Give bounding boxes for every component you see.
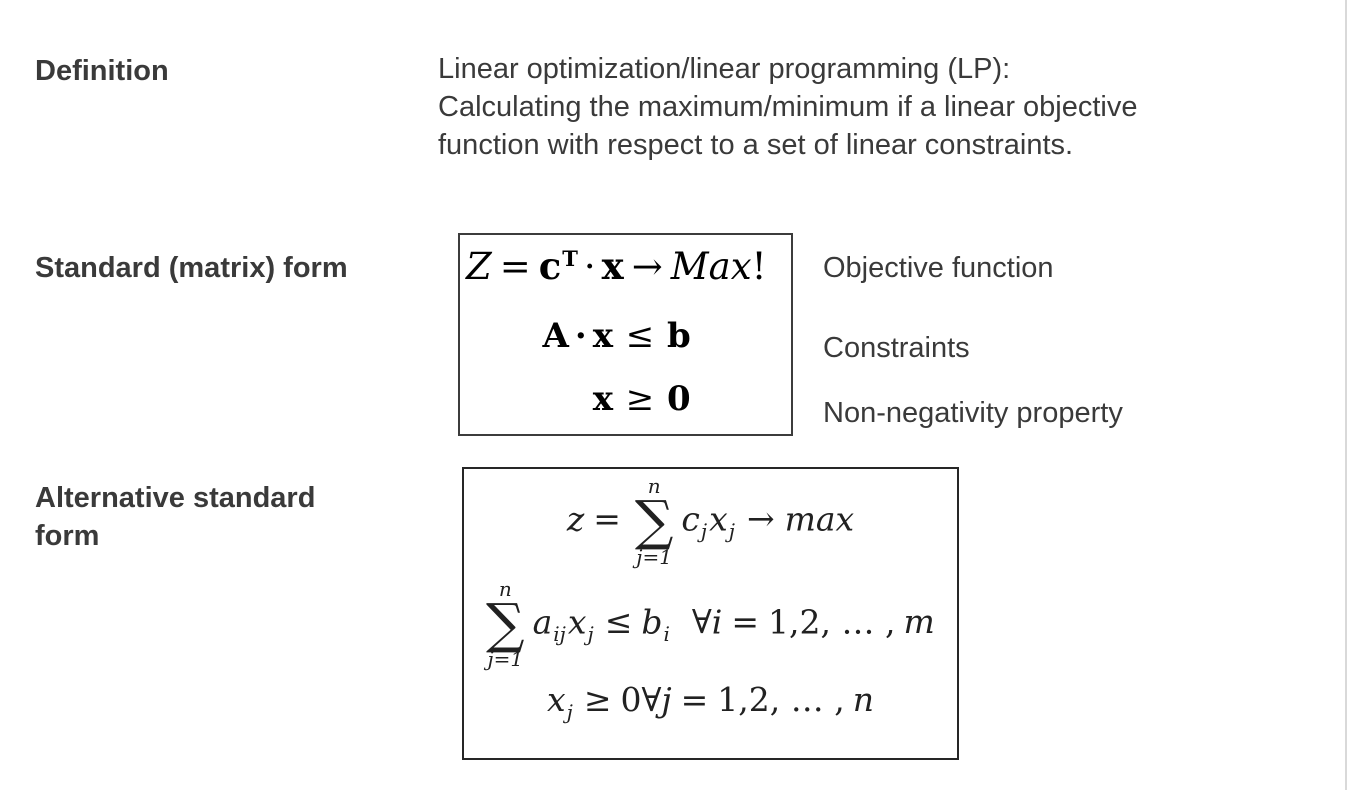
math-token: b xyxy=(641,601,663,641)
math-token: i xyxy=(711,601,723,641)
math-token: c xyxy=(681,499,700,539)
nonnegativity-formula: x ≥ 0 xyxy=(460,379,791,420)
summation-symbol: n∑j=1 xyxy=(486,578,525,671)
constraint-lhs: A·x xyxy=(542,316,613,357)
sum-upper-limit: n xyxy=(498,576,512,601)
equals-sign: = xyxy=(499,245,531,288)
equals-sign: = xyxy=(593,499,621,539)
math-token: A xyxy=(542,316,569,357)
math-token: 0 xyxy=(620,680,642,720)
math-token: b xyxy=(667,316,691,357)
nonnegativity-annotation: Non-negativity property xyxy=(823,397,1123,429)
subscript: i xyxy=(663,621,670,646)
objective-function-formula: Z=cT·x→Max! xyxy=(466,243,788,290)
constraints-formula: A·x ≤ b xyxy=(460,316,791,357)
standard-form-box: Z=cT·x→Max! A·x ≤ b x ≥ 0 xyxy=(458,233,793,436)
math-token: x xyxy=(709,499,728,539)
arrow-symbol: → xyxy=(631,245,663,288)
definition-line: Calculating the maximum/minimum if a lin… xyxy=(438,91,1138,123)
less-equal-sign: ≤ xyxy=(625,316,655,357)
alt-nonnegativity-formula: xj≥0∀j=1,2, … ,n xyxy=(464,680,957,724)
alternative-form-label-line: form xyxy=(35,520,100,552)
sum-lower-limit: j=1 xyxy=(487,647,524,672)
math-token: m xyxy=(903,601,935,641)
math-token: c xyxy=(538,244,562,288)
alternative-form-label-line: Alternative standard xyxy=(35,482,316,514)
transpose-superscript: T xyxy=(562,246,578,272)
constraints-annotation: Constraints xyxy=(823,332,970,364)
equals-sign: = xyxy=(731,601,760,641)
dot-operator: · xyxy=(583,245,596,288)
arrow-symbol: → xyxy=(746,499,775,539)
alternative-form-label: Alternative standard form xyxy=(35,479,435,555)
greater-equal-sign: ≥ xyxy=(625,379,655,420)
forall-symbol: ∀ xyxy=(691,601,712,641)
sum-upper-limit: n xyxy=(647,474,661,498)
math-token: 0 xyxy=(667,379,691,420)
exclamation-mark: ! xyxy=(751,245,767,288)
math-token: n xyxy=(852,680,874,720)
math-token: x xyxy=(546,680,566,720)
math-token: z xyxy=(566,499,585,539)
math-token: 1,2, … , xyxy=(717,680,845,720)
dot-operator: · xyxy=(574,316,587,357)
math-token: max xyxy=(784,499,855,539)
definition-text: Linear optimization/linear programming (… xyxy=(438,50,1137,164)
less-equal-sign: ≤ xyxy=(604,601,633,641)
definition-line: Linear optimization/linear programming (… xyxy=(438,53,1011,85)
math-token: x xyxy=(592,379,613,420)
math-token: x xyxy=(567,601,587,641)
math-token: x xyxy=(592,316,613,357)
objective-function-annotation: Objective function xyxy=(823,252,1054,284)
sum-lower-limit: j=1 xyxy=(636,544,672,569)
subscript: j xyxy=(700,519,708,544)
definition-line: function with respect to a set of linear… xyxy=(438,129,1074,161)
equals-sign: = xyxy=(680,680,709,720)
math-token: x xyxy=(601,244,624,288)
subscript: j xyxy=(566,700,573,725)
sigma-icon: ∑ xyxy=(486,591,525,655)
math-token: 1,2, … , xyxy=(768,601,896,641)
subscript: ij xyxy=(553,621,566,646)
math-token: a xyxy=(532,601,553,641)
summation-symbol: n∑j=1 xyxy=(635,475,674,568)
standard-form-label: Standard (matrix) form xyxy=(35,252,348,284)
sigma-icon: ∑ xyxy=(634,489,674,552)
forall-symbol: ∀ xyxy=(641,680,662,720)
window-edge xyxy=(1345,0,1347,790)
math-token: Z xyxy=(466,245,492,288)
definition-label: Definition xyxy=(35,55,169,87)
math-token: j xyxy=(661,680,672,720)
math-token: Max xyxy=(670,245,752,288)
nonnegativity-lhs: x xyxy=(593,379,613,420)
greater-equal-sign: ≥ xyxy=(583,680,612,720)
subscript: j xyxy=(728,519,735,544)
subscript: j xyxy=(587,621,594,646)
